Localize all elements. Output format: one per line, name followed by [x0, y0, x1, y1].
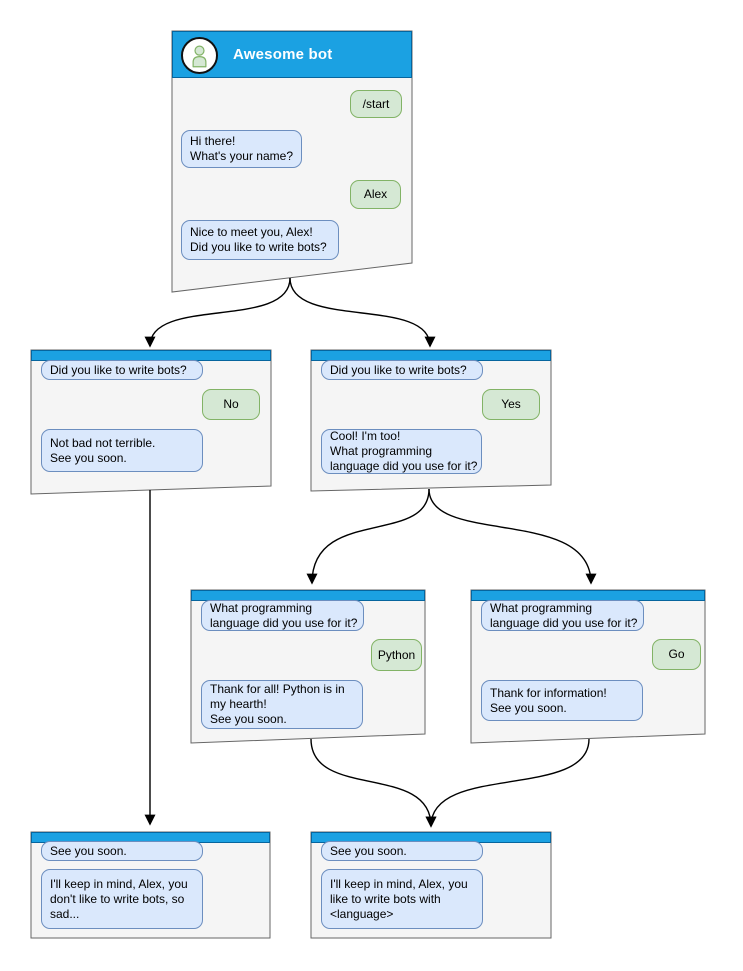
bot-message-bubble: What programming language did you use fo… — [201, 600, 364, 631]
bot-message-bubble: Did you like to write bots? — [321, 360, 483, 380]
edge-main-to-branch-no — [144, 277, 291, 348]
bot-message-bubble: What programming language did you use fo… — [481, 600, 644, 631]
user-message-bubble: /start — [350, 90, 402, 118]
edge-go-to-end-yes — [425, 738, 590, 828]
bot-message-bubble: Cool! I'm too! What programming language… — [321, 429, 482, 474]
bot-message-bubble: I'll keep in mind, Alex, you don't like … — [41, 869, 203, 929]
user-message-bubble: Yes — [482, 389, 540, 420]
avatar — [181, 37, 218, 74]
user-message-bubble: Alex — [350, 180, 401, 209]
bot-message-bubble: I'll keep in mind, Alex, you like to wri… — [321, 869, 483, 929]
bot-message-bubble: Thank for all! Python is in my hearth! S… — [201, 680, 363, 729]
bot-message-bubble: Thank for information! See you soon. — [481, 680, 643, 721]
bot-message-bubble: See you soon. — [321, 841, 483, 861]
user-message-bubble: Python — [371, 639, 422, 671]
bot-message-bubble: Did you like to write bots? — [41, 360, 203, 380]
edge-main-to-branch-yes — [289, 277, 436, 348]
user-message-bubble: Go — [652, 639, 701, 670]
edge-python-to-end-yes — [310, 738, 437, 828]
bot-title: Awesome bot — [233, 46, 333, 63]
edge-yes-to-go — [428, 488, 597, 585]
person-icon — [192, 45, 207, 68]
edge-yes-to-python — [306, 488, 430, 585]
bot-message-bubble: See you soon. — [41, 841, 203, 861]
bot-message-bubble: Hi there! What's your name? — [181, 130, 302, 168]
user-message-bubble: No — [202, 389, 260, 420]
bot-message-bubble: Nice to meet you, Alex! Did you like to … — [181, 220, 339, 260]
bot-message-bubble: Not bad not terrible. See you soon. — [41, 429, 203, 472]
